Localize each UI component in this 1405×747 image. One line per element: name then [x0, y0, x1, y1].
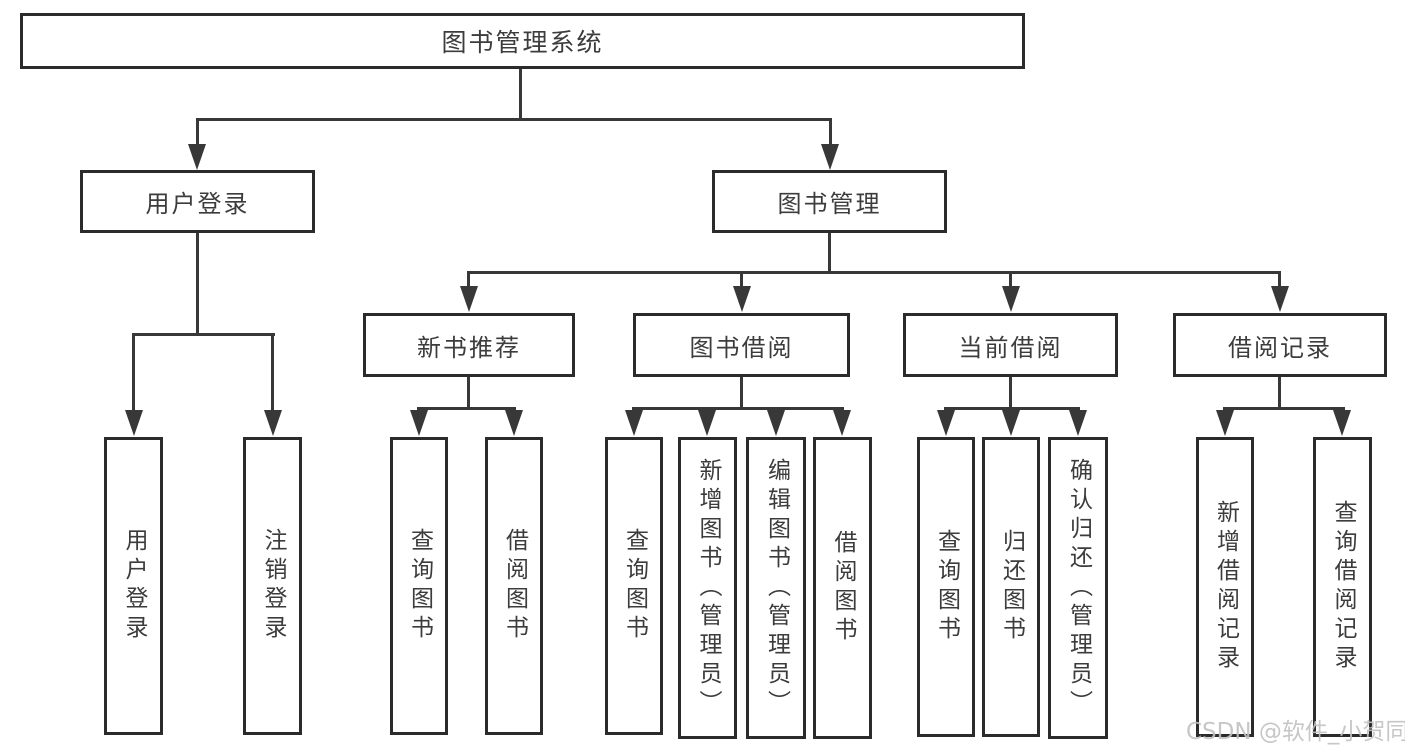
- arrowhead-down-icon: [767, 410, 785, 436]
- leaf-label: 用户登录: [121, 528, 147, 644]
- leaf-query-books: 查询图书: [917, 437, 975, 737]
- connector-vline: [467, 271, 470, 289]
- connector-vline: [1278, 377, 1281, 409]
- arrowhead-down-icon: [937, 410, 955, 436]
- connector-hline: [132, 333, 275, 336]
- leaf-label: 确认归还（管理员）: [1065, 457, 1092, 719]
- leaf-return-books: 归还图书: [982, 437, 1040, 737]
- node-book-management: 图书管理: [712, 170, 947, 233]
- leaf-confirm-return-admin: 确认归还（管理员）: [1048, 437, 1108, 739]
- connector-hline: [1223, 407, 1345, 410]
- connector-vline: [196, 233, 199, 335]
- connector-vline: [1009, 271, 1012, 289]
- arrowhead-down-icon: [1216, 410, 1234, 436]
- connector-hline: [417, 407, 516, 410]
- leaf-user-login: 用户登录: [104, 437, 163, 735]
- leaf-label: 编辑图书（管理员）: [763, 457, 790, 719]
- watermark: CSDN @软件_小贺同学: [1186, 719, 1405, 745]
- leaf-query-books: 查询图书: [390, 437, 448, 735]
- leaf-add-book-admin: 新增图书（管理员）: [678, 437, 737, 739]
- connector-vline: [132, 333, 135, 413]
- arrowhead-down-icon: [460, 286, 478, 312]
- node-user-login: 用户登录: [80, 170, 315, 233]
- node-book-borrow: 图书借阅: [633, 313, 850, 377]
- arrowhead-down-icon: [1333, 410, 1351, 436]
- arrowhead-down-icon: [1271, 286, 1289, 312]
- connector-hline: [632, 407, 844, 410]
- leaf-add-borrow-record: 新增借阅记录: [1196, 437, 1254, 737]
- leaf-borrow-books: 借阅图书: [813, 437, 872, 739]
- leaf-label: 查询图书: [621, 528, 648, 644]
- node-borrow-records: 借阅记录: [1173, 313, 1387, 377]
- arrowhead-down-icon: [1002, 410, 1020, 436]
- connector-vline: [740, 377, 743, 409]
- leaf-label: 查询图书: [933, 529, 960, 645]
- arrowhead-down-icon: [833, 410, 851, 436]
- connector-vline: [196, 118, 199, 148]
- connector-vline: [467, 377, 470, 409]
- arrowhead-down-icon: [264, 410, 282, 436]
- arrowhead-down-icon: [505, 410, 523, 436]
- connector-vline: [740, 271, 743, 289]
- leaf-query-borrow-record: 查询借阅记录: [1313, 437, 1372, 737]
- arrowhead-down-icon: [821, 144, 839, 170]
- node-root: 图书管理系统: [20, 13, 1025, 69]
- leaf-label: 新增图书（管理员）: [695, 457, 721, 719]
- arrowhead-down-icon: [1069, 410, 1087, 436]
- arrowhead-down-icon: [698, 410, 716, 436]
- connector-hline: [467, 271, 1281, 274]
- connector-vline: [829, 118, 832, 148]
- node-new-book-recommend: 新书推荐: [363, 313, 575, 377]
- connector-vline: [828, 233, 831, 273]
- leaf-query-books: 查询图书: [605, 437, 663, 735]
- leaf-label: 归还图书: [998, 529, 1025, 645]
- node-current-borrow: 当前借阅: [903, 313, 1118, 377]
- arrowhead-down-icon: [625, 410, 643, 436]
- leaf-label: 借阅图书: [501, 528, 528, 644]
- leaf-label: 查询借阅记录: [1330, 500, 1356, 674]
- connector-vline: [519, 69, 522, 120]
- leaf-edit-book-admin: 编辑图书（管理员）: [746, 437, 806, 739]
- leaf-label: 查询图书: [406, 528, 433, 644]
- leaf-label: 借阅图书: [830, 530, 856, 646]
- connector-vline: [1009, 377, 1012, 409]
- arrowhead-down-icon: [188, 144, 206, 170]
- leaf-logout: 注销登录: [243, 437, 302, 735]
- arrowhead-down-icon: [410, 410, 428, 436]
- leaf-borrow-books: 借阅图书: [485, 437, 543, 735]
- connector-hline: [944, 407, 1080, 410]
- arrowhead-down-icon: [1002, 286, 1020, 312]
- connector-vline: [271, 333, 274, 413]
- leaf-label: 新增借阅记录: [1212, 500, 1239, 674]
- leaf-label: 注销登录: [260, 528, 286, 644]
- connector-vline: [1278, 271, 1281, 289]
- arrowhead-down-icon: [125, 410, 143, 436]
- arrowhead-down-icon: [733, 286, 751, 312]
- connector-hline: [196, 118, 832, 121]
